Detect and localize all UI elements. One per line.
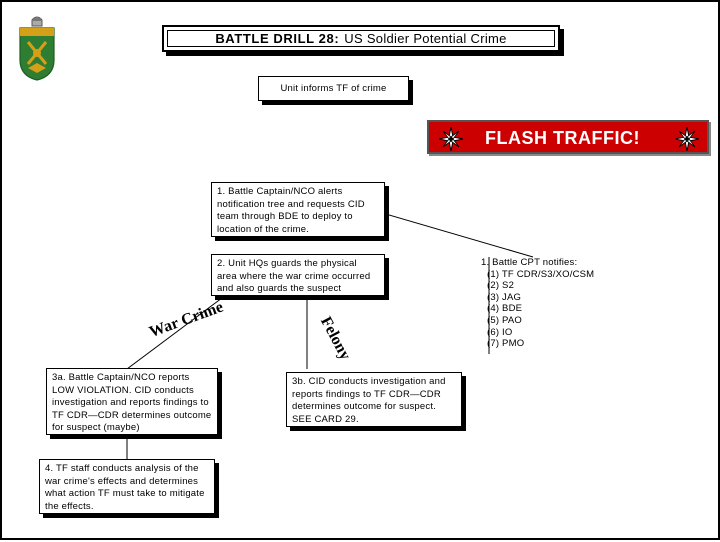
node-step-4: 4. TF staff conducts analysis of the war… [39,459,215,514]
node-step-2: 2. Unit HQs guards the physical area whe… [211,254,385,296]
node-step-1: 1. Battle Captain/NCO alerts notificatio… [211,182,385,237]
compass-star-icon [675,127,699,151]
node-start: Unit informs TF of crime [258,76,409,101]
connector-1-to-notify [378,211,534,258]
drill-title: US Soldier Potential Crime [344,31,507,46]
notification-item: (3) JAG [487,291,522,303]
node-step-3b: 3b. CID conducts investigation and repor… [286,372,462,427]
notification-header: 1. Battle CPT notifies: [481,257,578,268]
flash-traffic-banner: FLASH TRAFFIC! [427,120,709,154]
crest-emblem-icon [19,16,55,81]
notification-item: (7) PMO [487,338,525,350]
notification-item: (2) S2 [487,280,515,292]
flash-traffic-text: FLASH TRAFFIC! [485,128,640,148]
node-step-3a: 3a. Battle Captain/NCO reports LOW VIOLA… [46,368,218,435]
notification-item: (6) IO [487,326,513,338]
notification-item: (4) BDE [487,303,523,315]
title-banner: BATTLE DRILL 28: US Soldier Potential Cr… [162,25,560,52]
notification-item: (5) PAO [487,314,523,326]
connector-1-to-3a [126,291,231,370]
compass-star-icon [439,127,463,151]
drill-number: BATTLE DRILL 28: [215,31,340,46]
notification-list: 1. Battle CPT notifies: (1) TF CDR/S3/XO… [481,257,594,350]
notification-item: (1) TF CDR/S3/XO/CSM [487,268,595,280]
